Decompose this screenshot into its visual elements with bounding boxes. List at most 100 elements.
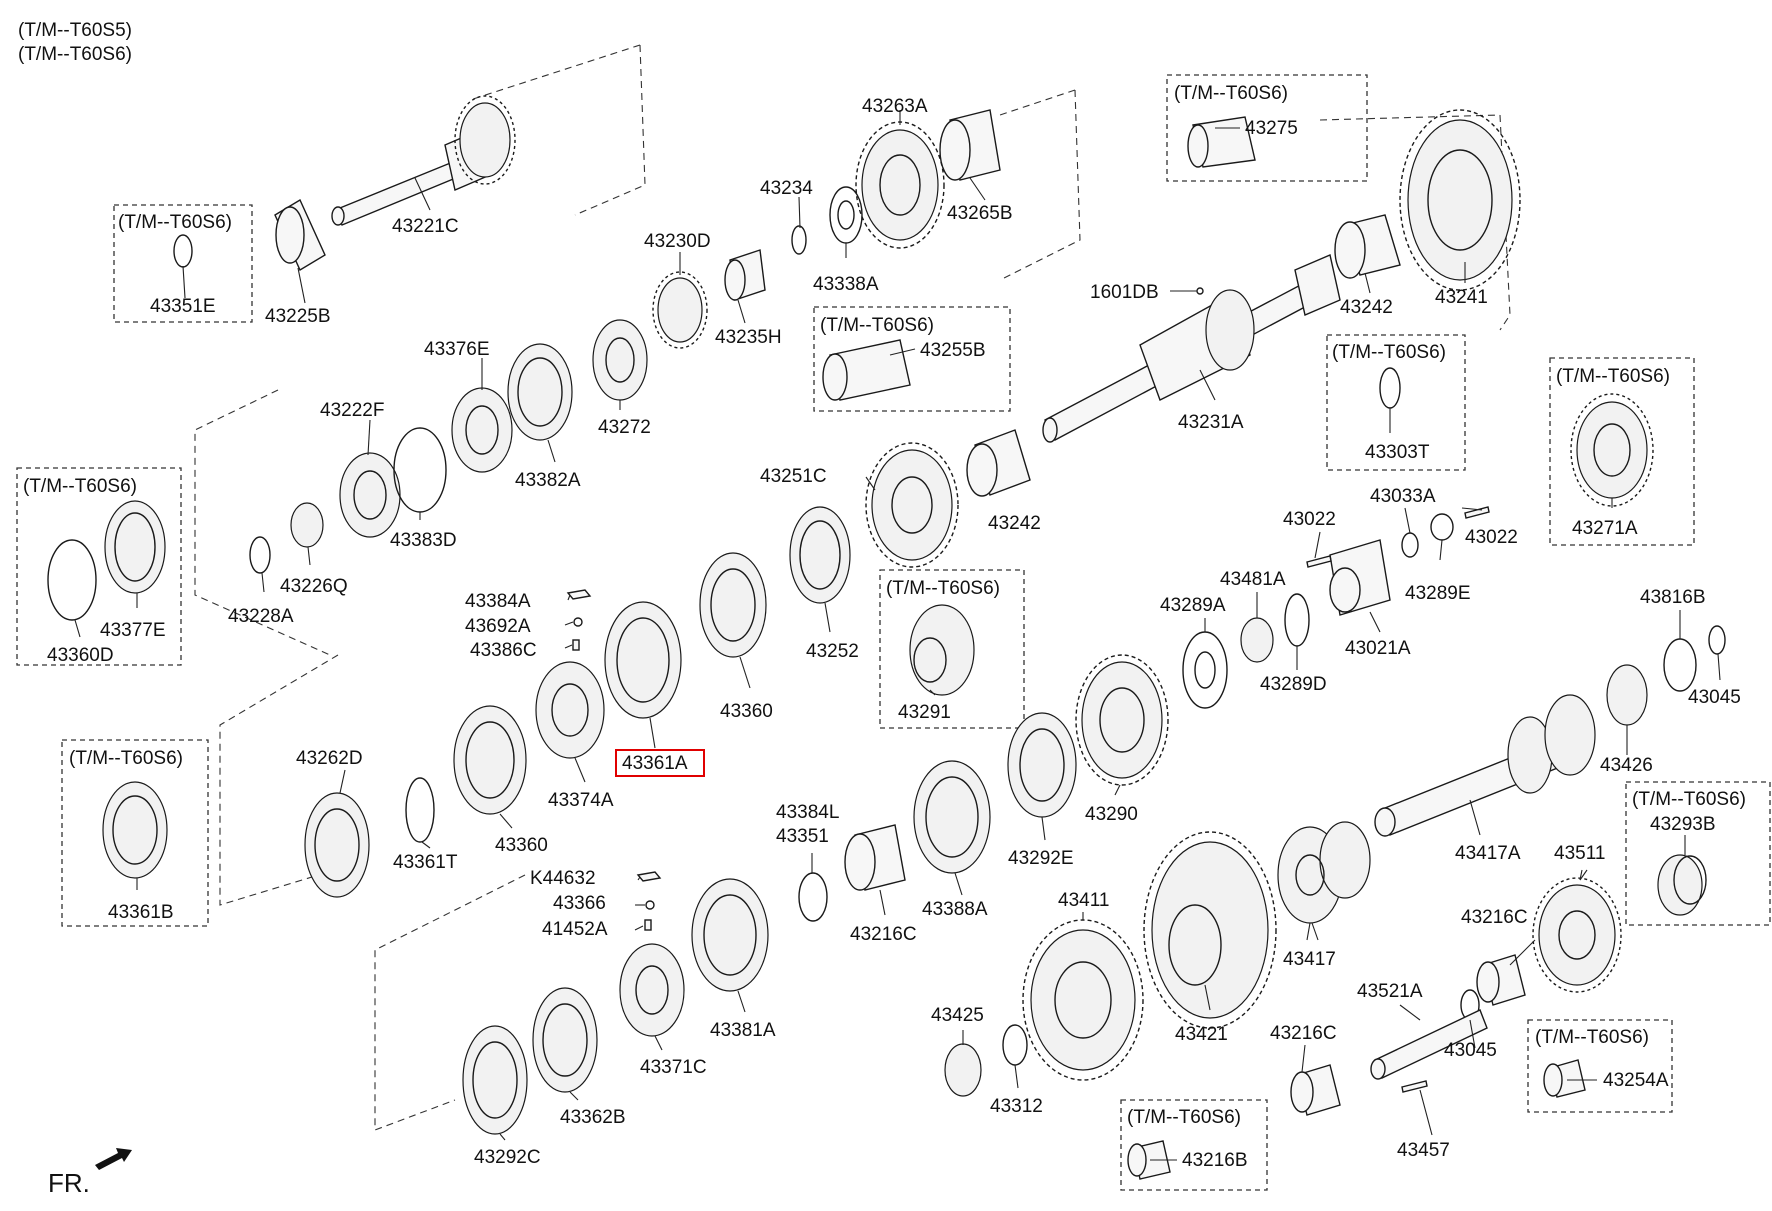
gear-part (1240, 617, 1274, 663)
part-label[interactable]: 43021A (1345, 638, 1411, 659)
part-label[interactable]: 43386C (470, 640, 537, 661)
part-label[interactable]: 43234 (760, 178, 813, 199)
part-label[interactable]: 43360 (720, 701, 773, 722)
part-label[interactable]: 43033A (1370, 486, 1436, 507)
part-label[interactable]: 43816B (1640, 587, 1706, 608)
part-label[interactable]: 43235H (715, 327, 782, 348)
spring-part (644, 919, 652, 931)
part-label[interactable]: 43022 (1465, 527, 1518, 548)
part-label[interactable]: 43457 (1397, 1140, 1450, 1161)
part-label[interactable]: 43362B (560, 1107, 626, 1128)
needle-bearing-part (822, 339, 911, 401)
part-label[interactable]: 43262D (296, 748, 363, 769)
ring-part (47, 539, 97, 621)
needle-bearing-part (1187, 116, 1256, 168)
bearing-part (592, 319, 648, 401)
part-label[interactable]: 1601DB (1090, 282, 1159, 303)
part-label[interactable]: 43384L (776, 802, 839, 823)
part-label[interactable]: 43377E (100, 620, 166, 641)
part-label[interactable]: 43376E (424, 339, 490, 360)
gear-part (1532, 877, 1622, 993)
part-label[interactable]: 43381A (710, 1020, 776, 1041)
part-label[interactable]: 43022 (1283, 509, 1336, 530)
part-label[interactable]: 43289D (1260, 674, 1327, 695)
variant-box-43361B (61, 739, 209, 927)
part-label[interactable]: 43417 (1283, 949, 1336, 970)
variant-label: (T/M--T60S6) (820, 315, 934, 336)
part-label[interactable]: 43272 (598, 417, 651, 438)
part-label[interactable]: 43291 (898, 702, 951, 723)
part-label[interactable]: 43045 (1688, 687, 1741, 708)
needle-bearing-part (966, 429, 1031, 497)
part-label[interactable]: 43361B (108, 902, 174, 923)
part-label[interactable]: 43289A (1160, 595, 1226, 616)
part-label[interactable]: 43263A (862, 96, 928, 117)
part-label-highlighted[interactable]: 43361A (622, 753, 688, 774)
part-label[interactable]: 43366 (553, 893, 606, 914)
part-label[interactable]: 43251C (760, 466, 827, 487)
synchronizer-ring-part (304, 792, 370, 898)
part-label[interactable]: 43388A (922, 899, 988, 920)
part-label[interactable]: 43226Q (280, 576, 348, 597)
part-label[interactable]: 43382A (515, 470, 581, 491)
gear-part (1399, 109, 1521, 291)
gear-part (274, 198, 326, 272)
part-label[interactable]: 43225B (265, 306, 331, 327)
variant-box-43271A (1549, 357, 1695, 546)
part-label[interactable]: 43384A (465, 591, 531, 612)
part-label[interactable]: 43511 (1554, 843, 1605, 864)
part-label[interactable]: 43312 (990, 1096, 1043, 1117)
part-label[interactable]: 43426 (1600, 755, 1653, 776)
part-label[interactable]: 43271A (1572, 518, 1638, 539)
part-label[interactable]: 43230D (644, 231, 711, 252)
part-label[interactable]: 43254A (1603, 1070, 1669, 1091)
part-label[interactable]: 43216B (1182, 1150, 1248, 1171)
part-label[interactable]: 43361T (393, 852, 458, 873)
part-label[interactable]: 43371C (640, 1057, 707, 1078)
variant-box-43216B (1120, 1099, 1268, 1191)
part-label[interactable]: 43231A (1178, 412, 1244, 433)
part-label[interactable]: 43425 (931, 1005, 984, 1026)
part-label[interactable]: 43481A (1220, 569, 1286, 590)
part-label[interactable]: 43228A (228, 606, 294, 627)
part-label[interactable]: 43216C (1270, 1023, 1337, 1044)
part-label[interactable]: 43292E (1008, 848, 1074, 869)
part-label[interactable]: 43421 (1175, 1024, 1228, 1045)
part-label[interactable]: 43411 (1058, 890, 1109, 911)
part-label[interactable]: 43242 (988, 513, 1041, 534)
part-label[interactable]: 43360 (495, 835, 548, 856)
part-label[interactable]: 43383D (390, 530, 457, 551)
part-label[interactable]: 41452A (542, 919, 608, 940)
part-label[interactable]: 43417A (1455, 843, 1521, 864)
part-label[interactable]: 43216C (850, 924, 917, 945)
part-label[interactable]: 43292C (474, 1147, 541, 1168)
part-label[interactable]: 43265B (947, 203, 1013, 224)
part-label[interactable]: 43241 (1435, 287, 1488, 308)
part-label[interactable]: 43351E (150, 296, 216, 317)
gear-part (1022, 919, 1144, 1081)
part-label[interactable]: 43293B (1650, 814, 1716, 835)
part-label[interactable]: 43252 (806, 641, 859, 662)
part-label[interactable]: 43303T (1365, 442, 1430, 463)
part-label[interactable]: 43692A (465, 616, 531, 637)
part-label[interactable]: 43222F (320, 400, 384, 421)
needle-bearing-part (939, 109, 1001, 181)
part-label[interactable]: 43221C (392, 216, 459, 237)
part-label[interactable]: 43351 (776, 826, 829, 847)
part-label[interactable]: 43216C (1461, 907, 1528, 928)
synchronizer-ring-part (913, 760, 991, 874)
part-label[interactable]: 43521A (1357, 981, 1423, 1002)
needle-bearing-part (724, 249, 766, 301)
part-label[interactable]: 43374A (548, 790, 614, 811)
part-label[interactable]: 43338A (813, 274, 879, 295)
part-label[interactable]: 43290 (1085, 804, 1138, 825)
part-label[interactable]: 43242 (1340, 297, 1393, 318)
part-label[interactable]: K44632 (530, 868, 596, 889)
part-label[interactable]: 43255B (920, 340, 986, 361)
sleeve-part (507, 343, 573, 441)
part-label[interactable]: 43360D (47, 645, 114, 666)
part-label[interactable]: 43275 (1245, 118, 1298, 139)
part-label[interactable]: 43289E (1405, 583, 1471, 604)
part-label[interactable]: 43045 (1444, 1040, 1497, 1061)
